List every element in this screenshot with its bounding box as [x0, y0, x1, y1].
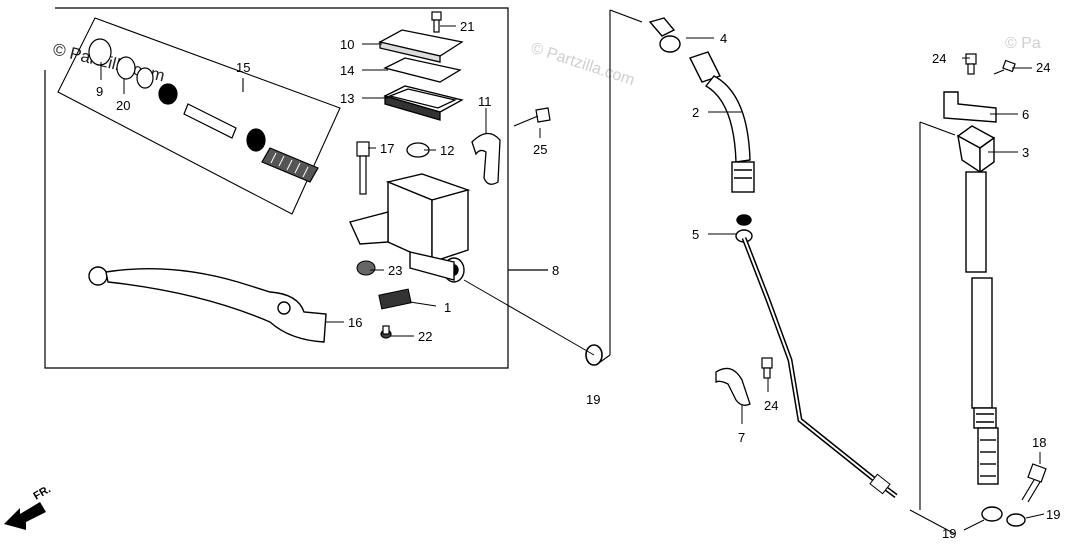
- label-part-19-bottom-right: 19: [1046, 507, 1060, 522]
- label-part-24-mid: 24: [764, 398, 778, 413]
- label-part-12: 12: [440, 143, 454, 158]
- label-part-13: 13: [340, 91, 354, 106]
- brake-hose-shape: [648, 17, 755, 243]
- watermark-faint-2: © Pa: [1005, 35, 1041, 52]
- label-part-14: 14: [340, 63, 354, 78]
- piston-kit-frame: [57, 17, 341, 215]
- bolt-24-mid-shape: [761, 357, 773, 379]
- screw-22-shape: [380, 325, 392, 339]
- label-part-4: 4: [720, 31, 727, 46]
- hose-assembly-frame: [595, 9, 956, 535]
- pipe-fitting: [869, 473, 891, 495]
- label-part-24-left: 24: [932, 51, 946, 66]
- label-part-6: 6: [1022, 107, 1029, 122]
- label-part-3: 3: [1022, 145, 1029, 160]
- front-direction-label: FR.: [32, 483, 53, 502]
- piston-kit-parts: [88, 38, 319, 183]
- label-part-22: 22: [418, 329, 432, 344]
- watermark-faint-1: © Partzilla.com: [529, 40, 637, 89]
- label-part-24-right: 24: [1036, 60, 1050, 75]
- label-part-18: 18: [1032, 435, 1046, 450]
- label-part-19-top: 19: [586, 392, 600, 407]
- master-cylinder-body: [349, 173, 471, 283]
- label-part-11: 11: [478, 94, 492, 109]
- bolt-25-shape: [513, 107, 551, 127]
- label-part-17: 17: [380, 141, 394, 156]
- bolt-18-shape: [1021, 463, 1047, 503]
- label-part-2: 2: [692, 105, 699, 120]
- clamp-7-shape: [715, 367, 751, 406]
- front-direction-arrow: FR.: [4, 483, 53, 530]
- label-part-1: 1: [444, 300, 451, 315]
- label-part-8: 8: [552, 263, 559, 278]
- label-part-9: 9: [96, 84, 103, 99]
- master-cylinder-frame: [44, 7, 548, 369]
- bolt-17-shape: [356, 141, 370, 195]
- washer-leader: [463, 279, 595, 356]
- leader-lines: [100, 25, 1045, 531]
- reservoir-cover-stack: [378, 29, 464, 121]
- label-part-21: 21: [460, 19, 474, 34]
- brake-lever-shape: [88, 266, 327, 343]
- clamp-holder: [471, 132, 501, 185]
- bolts-24-top-shape: [965, 53, 1016, 75]
- nut-23-shape: [356, 260, 376, 276]
- label-part-23: 23: [388, 263, 402, 278]
- label-part-5: 5: [692, 227, 699, 242]
- label-part-20: 20: [116, 98, 130, 113]
- part-labels: 9 20 15 21 10 14 13 11 12 17 25 8 23 1 2…: [96, 19, 1060, 541]
- right-hose-shape: [943, 91, 1026, 527]
- label-part-15: 15: [236, 60, 250, 75]
- switch-1-shape: [378, 288, 412, 310]
- label-part-7: 7: [738, 430, 745, 445]
- label-part-25: 25: [533, 142, 547, 157]
- label-part-19-bottom-left: 19: [942, 526, 956, 541]
- label-part-10: 10: [340, 37, 354, 52]
- label-part-16: 16: [348, 315, 362, 330]
- screw-21-shape: [431, 11, 442, 33]
